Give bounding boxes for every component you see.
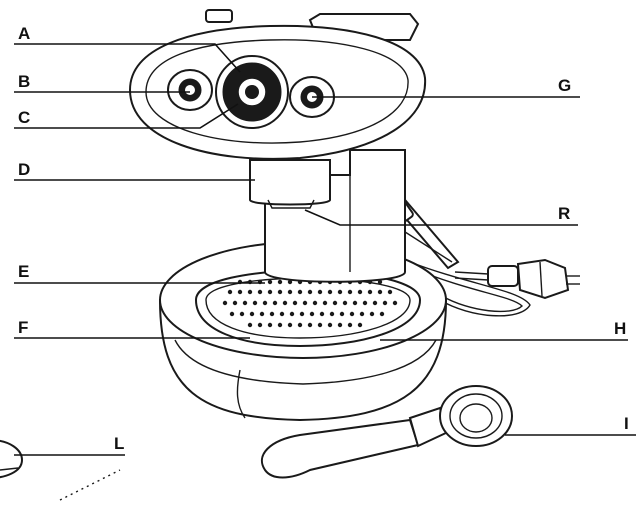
leader-line-c [14, 103, 239, 129]
callout-label-e: E [18, 262, 29, 281]
callout-label-c: C [18, 108, 30, 127]
callout-label-b: B [18, 72, 30, 91]
callout-label-r: R [558, 204, 570, 223]
machine-drawing [0, 9, 580, 501]
callout-label-f: F [18, 318, 28, 337]
leader-lines [14, 43, 636, 456]
portafilter [260, 385, 513, 479]
callout-label-l: L [114, 434, 124, 453]
callout-label-i: I [624, 414, 629, 433]
callout-label-g: G [558, 76, 571, 95]
callout-label-d: D [18, 160, 30, 179]
leader-line-r [304, 209, 578, 226]
callout-labels: A B C D E F G R H I L [18, 24, 629, 453]
leader-line-a [14, 43, 241, 73]
edge-accessory [0, 440, 121, 501]
machine-column [249, 149, 406, 283]
machine-head [128, 9, 427, 160]
callout-label-a: A [18, 24, 30, 43]
power-cord [409, 258, 580, 317]
callout-label-h: H [614, 319, 626, 338]
